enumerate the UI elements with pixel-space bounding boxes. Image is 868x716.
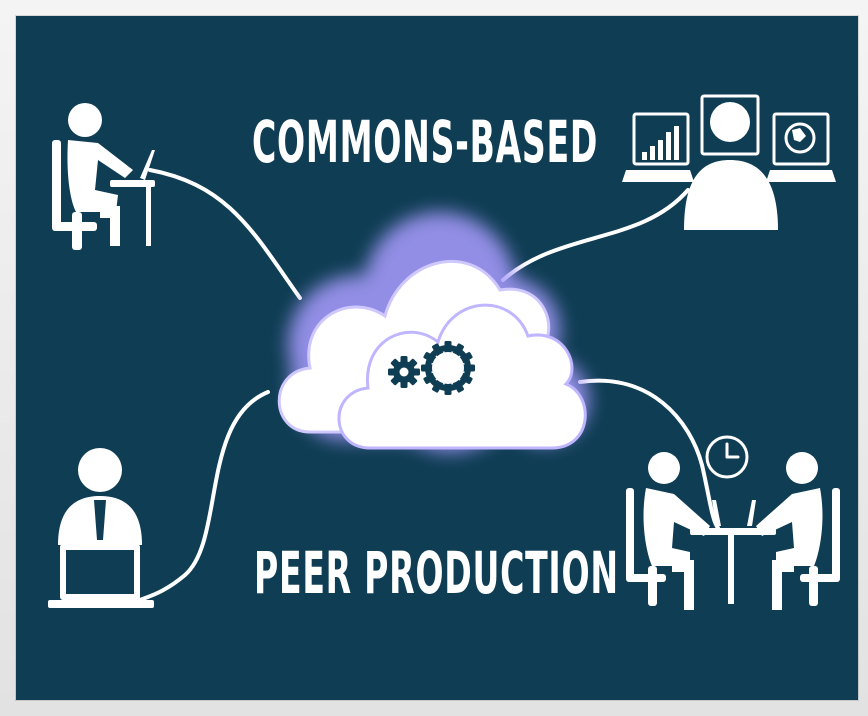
- connector-top-left: [148, 168, 302, 300]
- two-people-meeting-with-clock-icon: [626, 435, 840, 610]
- connector-bottom-left: [138, 390, 270, 602]
- connector-top-right: [501, 188, 690, 282]
- heading-bottom: PEER PRODUCTION: [254, 539, 619, 607]
- person-at-computer-icon: [48, 448, 154, 608]
- diagram-artwork: [48, 94, 840, 610]
- connectors: [138, 168, 720, 602]
- heading-top: COMMONS-BASED: [252, 108, 599, 176]
- person-with-multiple-monitors-icon: [622, 94, 836, 230]
- person-at-laptop-icon: [52, 103, 155, 250]
- cloud-with-gears-icon: [277, 212, 589, 452]
- connector-bottom-right: [578, 378, 720, 530]
- gear-icon: [388, 341, 475, 395]
